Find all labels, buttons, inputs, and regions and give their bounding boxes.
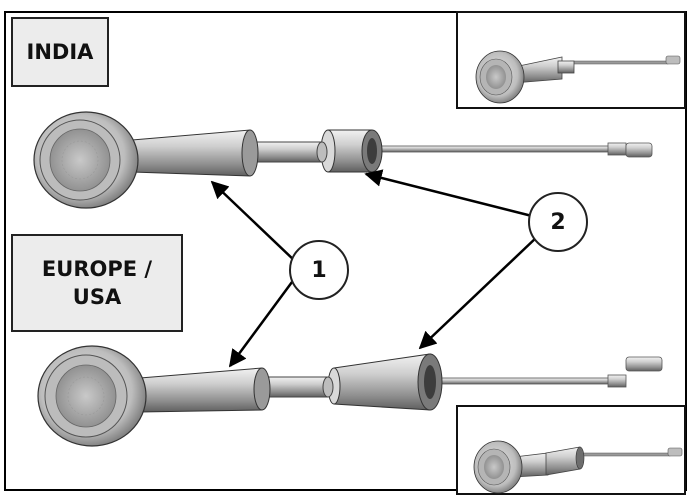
label-europe-usa-text: EUROPE / USA [41, 256, 153, 309]
label-india-text: INDIA [26, 39, 94, 64]
europe-usa-sleeve-part-2 [327, 353, 443, 411]
europe-usa-rod [429, 377, 611, 385]
arrow-1-bottom [228, 281, 294, 368]
callout-1: 1 [289, 240, 349, 300]
inset-top-illustration [475, 50, 681, 104]
inset-assembled-bottom [456, 405, 686, 495]
inset-assembled-top [456, 11, 686, 109]
arrow-2-top [364, 169, 533, 218]
india-rod [359, 145, 611, 153]
label-europe-usa: EUROPE / USA [11, 234, 183, 332]
callout-2-number: 2 [550, 209, 566, 235]
india-body-part-1 [131, 129, 259, 177]
callout-1-number: 1 [311, 257, 327, 283]
arrow-2-bottom [418, 235, 539, 350]
arrow-1-top [210, 180, 297, 263]
europe-usa-assembly [37, 345, 663, 447]
india-sleeve-part-2 [320, 129, 383, 173]
inset-bottom-illustration [473, 440, 683, 494]
label-india: INDIA [11, 17, 109, 87]
europe-usa-body-part-1 [139, 367, 271, 413]
india-assembly [33, 111, 653, 209]
callout-2: 2 [528, 192, 588, 252]
callout-arrows [210, 169, 539, 368]
